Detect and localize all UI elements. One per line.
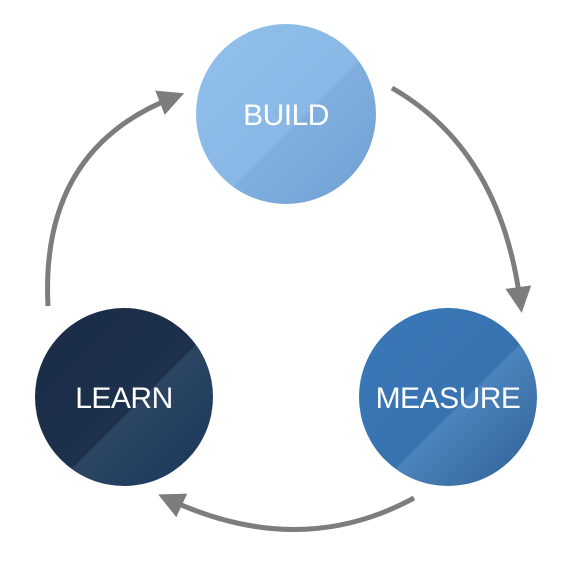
learn-circle [35,308,213,486]
build-circle [196,24,376,204]
build-node: BUILD [196,24,376,204]
measure-circle [359,308,537,486]
measure-node: MEASURE [359,308,537,486]
arrow-build-to-measure [390,85,532,313]
arrow-learn-to-build [45,90,185,307]
measure-label: MEASURE [376,382,521,415]
learn-node: LEARN [35,308,213,486]
learn-label: LEARN [75,382,173,415]
arrow-measure-to-learn [158,493,416,532]
build-label: BUILD [243,99,329,132]
